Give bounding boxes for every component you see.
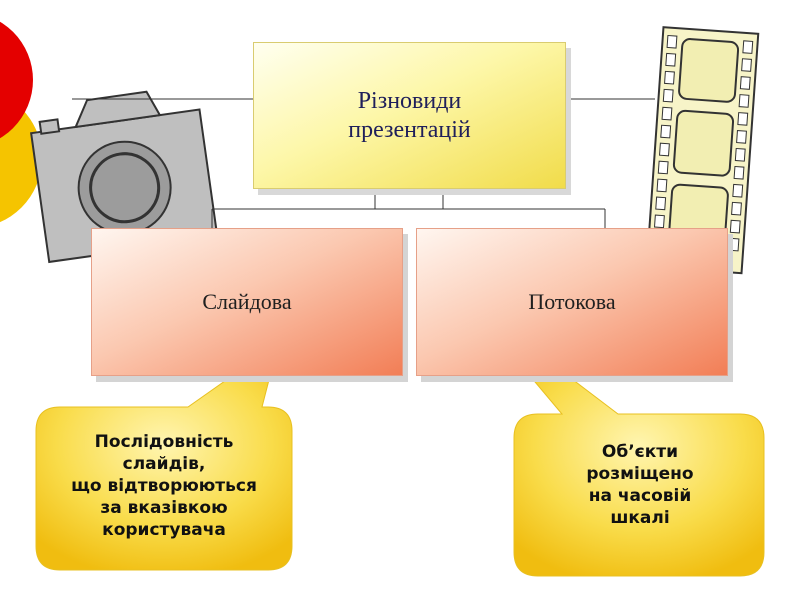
- connector-lines: [72, 98, 655, 228]
- callout-right-text: Об’єкти розміщено на часовій шкалі: [586, 442, 694, 529]
- callout-left-text: Послідовність слайдів, що відтворюються …: [71, 432, 257, 541]
- title-line-1: Різновиди: [357, 87, 462, 114]
- branch-box-slides: Слайдова: [91, 228, 403, 376]
- callout-left-shape: [35, 375, 293, 571]
- branch-label-slides: Слайдова: [202, 289, 292, 314]
- title-box: Різновиди презентацій: [253, 42, 566, 189]
- camera-icon: [30, 90, 219, 264]
- red-circle-icon: [0, 21, 42, 223]
- title-line-2: презентацій: [348, 116, 471, 143]
- branch-box-stream: Потокова: [416, 228, 728, 376]
- callout-right-shape: [513, 375, 765, 577]
- branch-label-stream: Потокова: [528, 289, 616, 314]
